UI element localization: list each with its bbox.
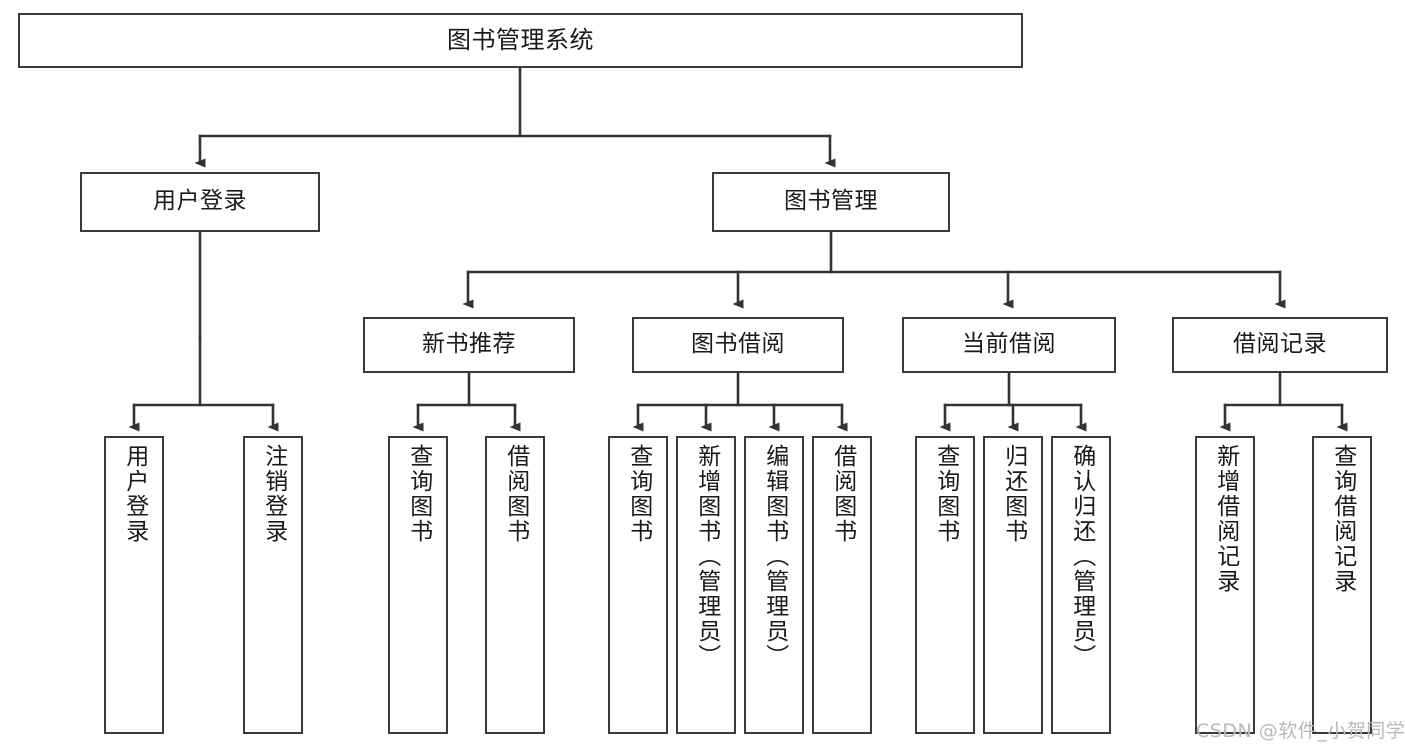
- leaf-borrow-book[interactable]: 借阅图书: [812, 436, 872, 734]
- leaf-borrow-book-label: 借阅图书: [829, 444, 856, 544]
- leaf-add-book[interactable]: 新增图书（管理员）: [676, 436, 736, 734]
- leaf-query-record[interactable]: 查询借阅记录: [1312, 436, 1372, 734]
- leaf-add-book-label: 新增图书（管理员）: [693, 444, 720, 669]
- leaf-add-record-label: 新增借阅记录: [1212, 444, 1239, 594]
- leaf-confirm-return[interactable]: 确认归还（管理员）: [1051, 436, 1111, 734]
- leaf-borrow-book-new[interactable]: 借阅图书: [485, 436, 545, 734]
- leaf-confirm-return-label: 确认归还（管理员）: [1068, 444, 1095, 669]
- node-root-label: 图书管理系统: [447, 26, 594, 55]
- leaf-query-record-label: 查询借阅记录: [1329, 444, 1356, 594]
- leaf-query-book-current-label: 查询图书: [932, 444, 959, 544]
- leaf-user-login[interactable]: 用户登录: [104, 436, 164, 734]
- leaf-query-book-current[interactable]: 查询图书: [915, 436, 975, 734]
- node-book-borrow[interactable]: 图书借阅: [632, 317, 844, 373]
- leaf-query-book-new[interactable]: 查询图书: [388, 436, 448, 734]
- node-user-login-label: 用户登录: [153, 188, 247, 215]
- leaf-user-logout-label: 注销登录: [260, 444, 287, 544]
- leaf-edit-book-label: 编辑图书（管理员）: [761, 444, 788, 669]
- node-user-login[interactable]: 用户登录: [80, 172, 320, 232]
- node-book-manage[interactable]: 图书管理: [712, 172, 950, 232]
- leaf-query-book-new-label: 查询图书: [405, 444, 432, 544]
- leaf-return-book-label: 归还图书: [1000, 444, 1027, 544]
- node-current-borrow[interactable]: 当前借阅: [902, 317, 1116, 373]
- leaf-add-record[interactable]: 新增借阅记录: [1195, 436, 1255, 734]
- node-book-borrow-label: 图书借阅: [691, 331, 785, 358]
- leaf-edit-book[interactable]: 编辑图书（管理员）: [744, 436, 804, 734]
- leaf-return-book[interactable]: 归还图书: [983, 436, 1043, 734]
- csdn-watermark: CSDN @软件_小贺同学: [1196, 720, 1405, 742]
- leaf-query-book-borrow-label: 查询图书: [625, 444, 652, 544]
- leaf-user-login-label: 用户登录: [121, 444, 148, 544]
- node-current-borrow-label: 当前借阅: [962, 331, 1056, 358]
- node-new-book-rec[interactable]: 新书推荐: [363, 317, 575, 373]
- node-borrow-record-label: 借阅记录: [1233, 331, 1327, 358]
- leaf-borrow-book-new-label: 借阅图书: [502, 444, 529, 544]
- leaf-query-book-borrow[interactable]: 查询图书: [608, 436, 668, 734]
- node-book-manage-label: 图书管理: [784, 188, 878, 215]
- node-borrow-record[interactable]: 借阅记录: [1172, 317, 1388, 373]
- node-root[interactable]: 图书管理系统: [18, 13, 1023, 68]
- node-new-book-rec-label: 新书推荐: [422, 331, 516, 358]
- leaf-user-logout[interactable]: 注销登录: [243, 436, 303, 734]
